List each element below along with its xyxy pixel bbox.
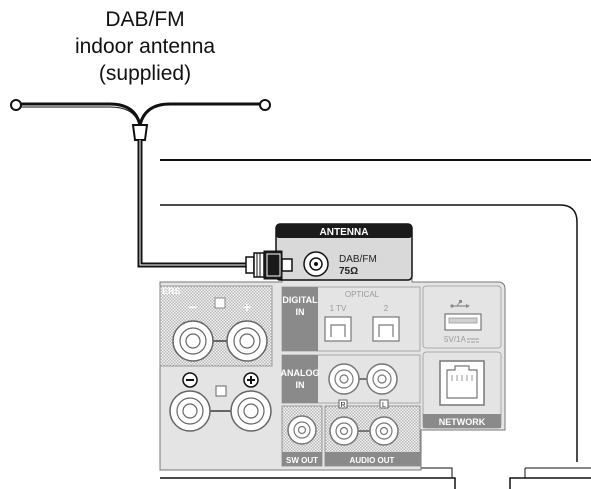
splitter-joint [131,124,149,141]
audio-out-jack-l [369,416,399,446]
ethernet-port [439,360,485,406]
optical-label: OPTICAL [345,290,380,299]
antenna-end-left [10,99,22,111]
antenna-plug [245,250,293,280]
analog-jack-left [328,363,360,395]
caption-line-3: (supplied) [98,62,192,85]
audio-out-jack-r [329,416,359,446]
digital-in-section: DIGITAL IN OPTICAL 1 TV 2 [281,286,421,352]
speakers-fragment-label: ERS [162,286,181,296]
speaker-terminals: ERS − + [159,285,273,432]
usb-section: 5V/1A [422,285,502,349]
minus-label: − [189,299,197,315]
optical-2-label: 2 [384,304,389,313]
speaker-terminal-plus-bottom [230,372,272,432]
antenna-cable [10,99,293,280]
usb-icon [450,300,470,308]
dabfm-label: DAB/FM [339,254,377,265]
antenna-jack [303,251,329,277]
sw-out-jack [287,415,317,445]
network-label: NETWORK [439,417,486,427]
analog-jack-right [366,363,398,395]
audio-out-l-label: L [382,402,386,409]
antenna-header [276,224,412,238]
usb-rating-label: 5V/1A [444,335,466,344]
caption-line-1: DAB/FM [105,8,185,31]
speaker-terminal-plus-top [226,320,268,362]
antenna-label: ANTENNA [320,227,369,238]
speaker-terminal-minus-top [172,320,214,362]
analog-in-label-1: ANALOG [281,368,320,378]
antenna-end-right [259,99,271,111]
speaker-terminal-minus-bottom [169,372,211,432]
antenna-caption: DAB/FM indoor antenna (supplied) [40,6,250,87]
digital-in-label-1: DIGITAL [282,295,318,305]
antenna-terminal-panel: ANTENNA DAB/FM 75Ω [275,223,413,281]
audio-out-section: R L AUDIO OUT [324,399,421,467]
network-section: NETWORK [422,351,502,429]
sw-out-label: SW OUT [286,456,318,465]
optical-1-tv-label: 1 TV [330,304,347,313]
sw-out-section: SW OUT [281,405,323,467]
optical-port-1 [324,316,352,342]
audio-out-r-label: R [340,402,345,409]
analog-in-section: ANALOG IN [281,354,421,404]
audio-out-label: AUDIO OUT [350,456,395,465]
caption-line-2: indoor antenna [74,35,216,58]
impedance-label: 75Ω [339,266,358,277]
plus-label: + [243,299,251,315]
optical-port-2 [372,316,400,342]
analog-in-label-2: IN [296,380,305,390]
receiver-body [160,159,591,489]
digital-in-label-2: IN [296,307,305,317]
